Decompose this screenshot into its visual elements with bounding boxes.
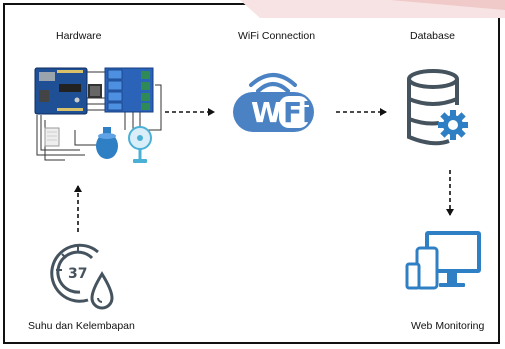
sensor-dial-value: 37 [68, 266, 87, 282]
wifi-logo-icon: Wi Fi [231, 68, 316, 134]
microcontroller-board-icon [25, 60, 165, 165]
wifi-logo-w: Wi [251, 96, 291, 129]
hardware-label: Hardware [56, 30, 102, 42]
multi-device-monitor-icon [405, 228, 483, 294]
database-gear-icon [405, 67, 471, 147]
wifi-connection-label: WiFi Connection [238, 30, 316, 42]
decorative-band [240, 0, 505, 18]
wifi-logo-f: Fi [283, 96, 312, 129]
database-label: Database [410, 30, 455, 42]
sensor-label: Suhu dan Kelembapan [28, 320, 135, 332]
web-monitoring-label: Web Monitoring [411, 320, 485, 332]
thermometer-humidity-icon: 37 [48, 238, 118, 310]
